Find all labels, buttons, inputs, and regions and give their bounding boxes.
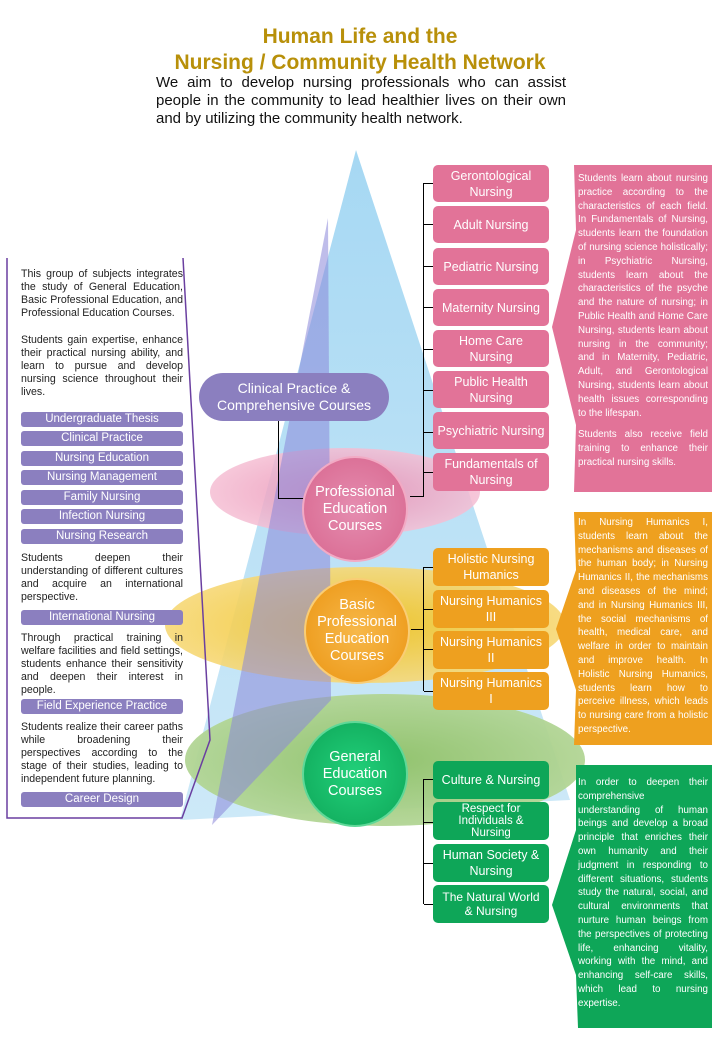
layer-professional: Professional Education Courses	[302, 456, 408, 562]
course-nursing-humanics-3[interactable]: Nursing Humanics III	[433, 590, 549, 628]
general-desc-bg	[552, 765, 712, 1028]
left-international-text: Students deepen their understanding of d…	[21, 552, 183, 603]
course-public-health-nursing[interactable]: Public Health Nursing	[433, 371, 549, 408]
course-nursing-humanics-1[interactable]: Nursing Humanics I	[433, 672, 549, 710]
layer-basic: Basic Professional Education Courses	[304, 578, 410, 684]
connector	[424, 691, 433, 692]
course-human-society-nursing[interactable]: Human Society & Nursing	[433, 844, 549, 882]
course-culture-nursing[interactable]: Culture & Nursing	[433, 761, 549, 799]
connector	[410, 496, 424, 497]
connector	[424, 432, 433, 433]
clinical-shard	[212, 218, 331, 825]
course-tag-field: Field Experience Practice	[21, 699, 183, 714]
layer-general: General Education Courses	[302, 721, 408, 827]
basic-description-text: In Nursing Humanics I, students learn ab…	[578, 517, 708, 735]
connector	[423, 183, 424, 496]
connector	[424, 349, 433, 350]
connector	[411, 629, 423, 630]
professional-desc-bg	[552, 165, 712, 492]
course-natural-world-nursing[interactable]: The Natural World & Nursing	[433, 885, 549, 923]
course-tag: Undergraduate Thesis	[21, 412, 183, 427]
general-description-text: In order to deepen their comprehensive u…	[578, 777, 708, 1009]
course-home-care-nursing[interactable]: Home Care Nursing	[433, 330, 549, 367]
connector	[424, 224, 433, 225]
course-tag: Nursing Education	[21, 451, 183, 466]
course-respect-individuals-nursing[interactable]: Respect for Individuals & Nursing	[433, 802, 549, 840]
course-maternity-nursing[interactable]: Maternity Nursing	[433, 289, 549, 326]
course-pediatric-nursing[interactable]: Pediatric Nursing	[433, 248, 549, 285]
connector	[424, 307, 433, 308]
connector	[424, 390, 433, 391]
connector	[424, 904, 433, 905]
connector	[423, 779, 424, 904]
left-career-text: Students realize their career paths whil…	[21, 721, 183, 785]
connector	[278, 421, 279, 499]
course-nursing-humanics-2[interactable]: Nursing Humanics II	[433, 631, 549, 669]
connector	[424, 779, 433, 780]
course-tag: Family Nursing	[21, 490, 183, 505]
course-tag: Clinical Practice	[21, 431, 183, 446]
left-expertise-text: Students gain expertise, enhance their p…	[21, 334, 183, 398]
course-tag-international: International Nursing	[21, 610, 183, 625]
page-title-line1: Human Life and the	[262, 25, 458, 48]
connector	[424, 863, 433, 864]
course-tag: Nursing Research	[21, 529, 183, 544]
professional-description: Students learn about nursing practice ac…	[578, 172, 708, 478]
left-intro-text: This group of subjects integrates the st…	[21, 268, 183, 319]
professional-description-text: Students learn about nursing practice ac…	[578, 173, 708, 419]
course-holistic-nursing-humanics[interactable]: Holistic Nursing Humanics	[433, 548, 549, 586]
page-subtitle: We aim to develop nursing professionals …	[156, 74, 566, 127]
course-tag: Infection Nursing	[21, 509, 183, 524]
left-field-text: Through practical training in welfare fa…	[21, 632, 183, 696]
course-gerontological-nursing[interactable]: Gerontological Nursing	[433, 165, 549, 202]
connector	[424, 649, 433, 650]
connector	[424, 472, 433, 473]
connector	[424, 822, 433, 823]
course-tag: Nursing Management	[21, 470, 183, 485]
left-panel: This group of subjects integrates the st…	[7, 258, 183, 818]
course-tag-career: Career Design	[21, 792, 183, 807]
connector	[424, 609, 433, 610]
connector	[278, 498, 306, 499]
layer-clinical: Clinical Practice & Comprehensive Course…	[199, 373, 389, 421]
general-description: In order to deepen their comprehensive u…	[578, 776, 708, 1019]
connector	[423, 567, 424, 691]
connector	[424, 266, 433, 267]
basic-desc-bg	[556, 512, 712, 745]
course-fundamentals-of-nursing[interactable]: Fundamentals of Nursing	[433, 453, 549, 491]
basic-description: In Nursing Humanics I, students learn ab…	[578, 516, 708, 745]
course-adult-nursing[interactable]: Adult Nursing	[433, 206, 549, 243]
professional-description-text2: Students also receive field training to …	[578, 429, 708, 468]
connector	[424, 183, 433, 184]
page-title-line2: Nursing / Community Health Network	[174, 51, 546, 74]
course-psychiatric-nursing[interactable]: Psychiatric Nursing	[433, 412, 549, 449]
connector	[424, 567, 433, 568]
